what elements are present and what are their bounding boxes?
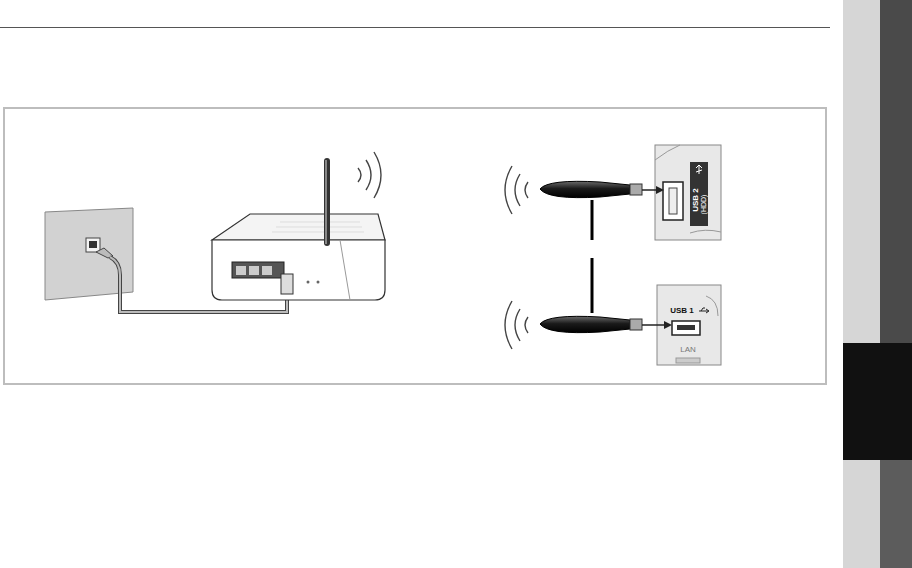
usb-port (669, 188, 677, 214)
figure-frame (4, 108, 826, 384)
separator (591, 200, 594, 240)
router-ports (249, 266, 259, 275)
side-tab (880, 460, 912, 568)
wireless-waves (505, 166, 528, 349)
port-label: (HDD) (700, 194, 707, 214)
router (212, 214, 385, 240)
arrow (656, 186, 664, 194)
usb-symbol (699, 308, 709, 313)
wall-jack (86, 238, 100, 252)
antenna (324, 158, 330, 246)
tv-panel (657, 285, 721, 365)
cable-plug (281, 274, 293, 294)
usb-symbol (696, 165, 702, 174)
router-led (317, 281, 320, 284)
wall-jack (89, 241, 97, 248)
usb-port (677, 325, 695, 330)
tv-panel (655, 145, 680, 160)
side-tab (843, 0, 880, 568)
antenna (325, 160, 327, 244)
port-label: USB 2 (692, 188, 700, 212)
label-strip (690, 162, 708, 226)
header-rule (0, 27, 830, 28)
arrow (664, 321, 672, 329)
lan-port (676, 358, 700, 363)
tv-panel (706, 296, 718, 316)
tv-panel (690, 230, 721, 233)
router-ports (232, 262, 284, 278)
separator (591, 258, 594, 313)
adapter-plug (630, 184, 642, 195)
tv-panel (655, 145, 721, 240)
usb-port (663, 182, 683, 220)
wireless-waves (358, 152, 381, 198)
wireless-adapter (540, 181, 630, 197)
arrow (642, 189, 658, 191)
wireless-adapter (540, 316, 630, 332)
port-label: USB 1 (670, 307, 694, 315)
port-label: LAN (680, 346, 696, 354)
arrow (642, 324, 666, 326)
router-vents (272, 222, 364, 232)
router-led (307, 281, 310, 284)
adapter-plug (630, 319, 642, 330)
router-ports (236, 266, 246, 275)
router (340, 240, 350, 300)
usb-port (672, 321, 700, 335)
router-ports (262, 266, 272, 275)
router (212, 240, 385, 300)
side-tab (880, 0, 912, 343)
side-tab (843, 343, 912, 460)
